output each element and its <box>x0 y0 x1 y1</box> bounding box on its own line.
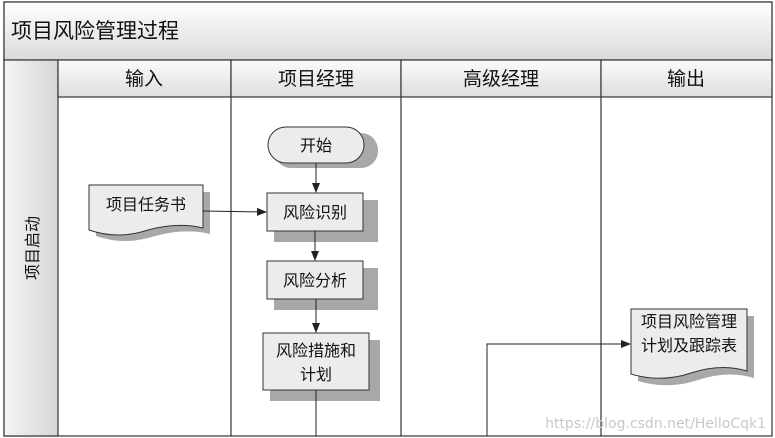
plan-node-label-line2: 计划 <box>300 365 332 384</box>
phase-label: 项目启动 <box>23 216 42 280</box>
analyze-node-label: 风险分析 <box>283 271 347 290</box>
lane-label-pm: 项目经理 <box>278 68 354 90</box>
lane-label-input: 输入 <box>125 68 163 90</box>
flow-to-output <box>486 340 631 436</box>
diagram-title: 项目风险管理过程 <box>11 19 179 43</box>
start-node-label: 开始 <box>300 136 332 155</box>
input-document-label: 项目任务书 <box>106 195 186 214</box>
lane-label-senior: 高级经理 <box>463 68 539 90</box>
analyze-node <box>266 260 364 300</box>
watermark: https://blog.csdn.net/HelloCqk1 <box>545 416 766 432</box>
input-document <box>88 184 204 236</box>
identify-node-label: 风险识别 <box>283 203 347 222</box>
output-document <box>630 308 748 379</box>
lane-label-output: 输出 <box>667 68 705 90</box>
flow-input-to-identify <box>202 207 267 216</box>
lane-header-output <box>600 59 773 98</box>
title-band <box>3 1 773 61</box>
output-document-label-line1: 项目风险管理 <box>641 312 737 331</box>
phase-band <box>3 59 59 437</box>
lane-header-pm <box>230 59 402 98</box>
identify-node <box>266 192 364 232</box>
lane-header-senior <box>400 59 602 98</box>
plan-node-label-line1: 风险措施和 <box>276 341 356 360</box>
output-document-label-line2: 计划及跟踪表 <box>641 336 737 355</box>
